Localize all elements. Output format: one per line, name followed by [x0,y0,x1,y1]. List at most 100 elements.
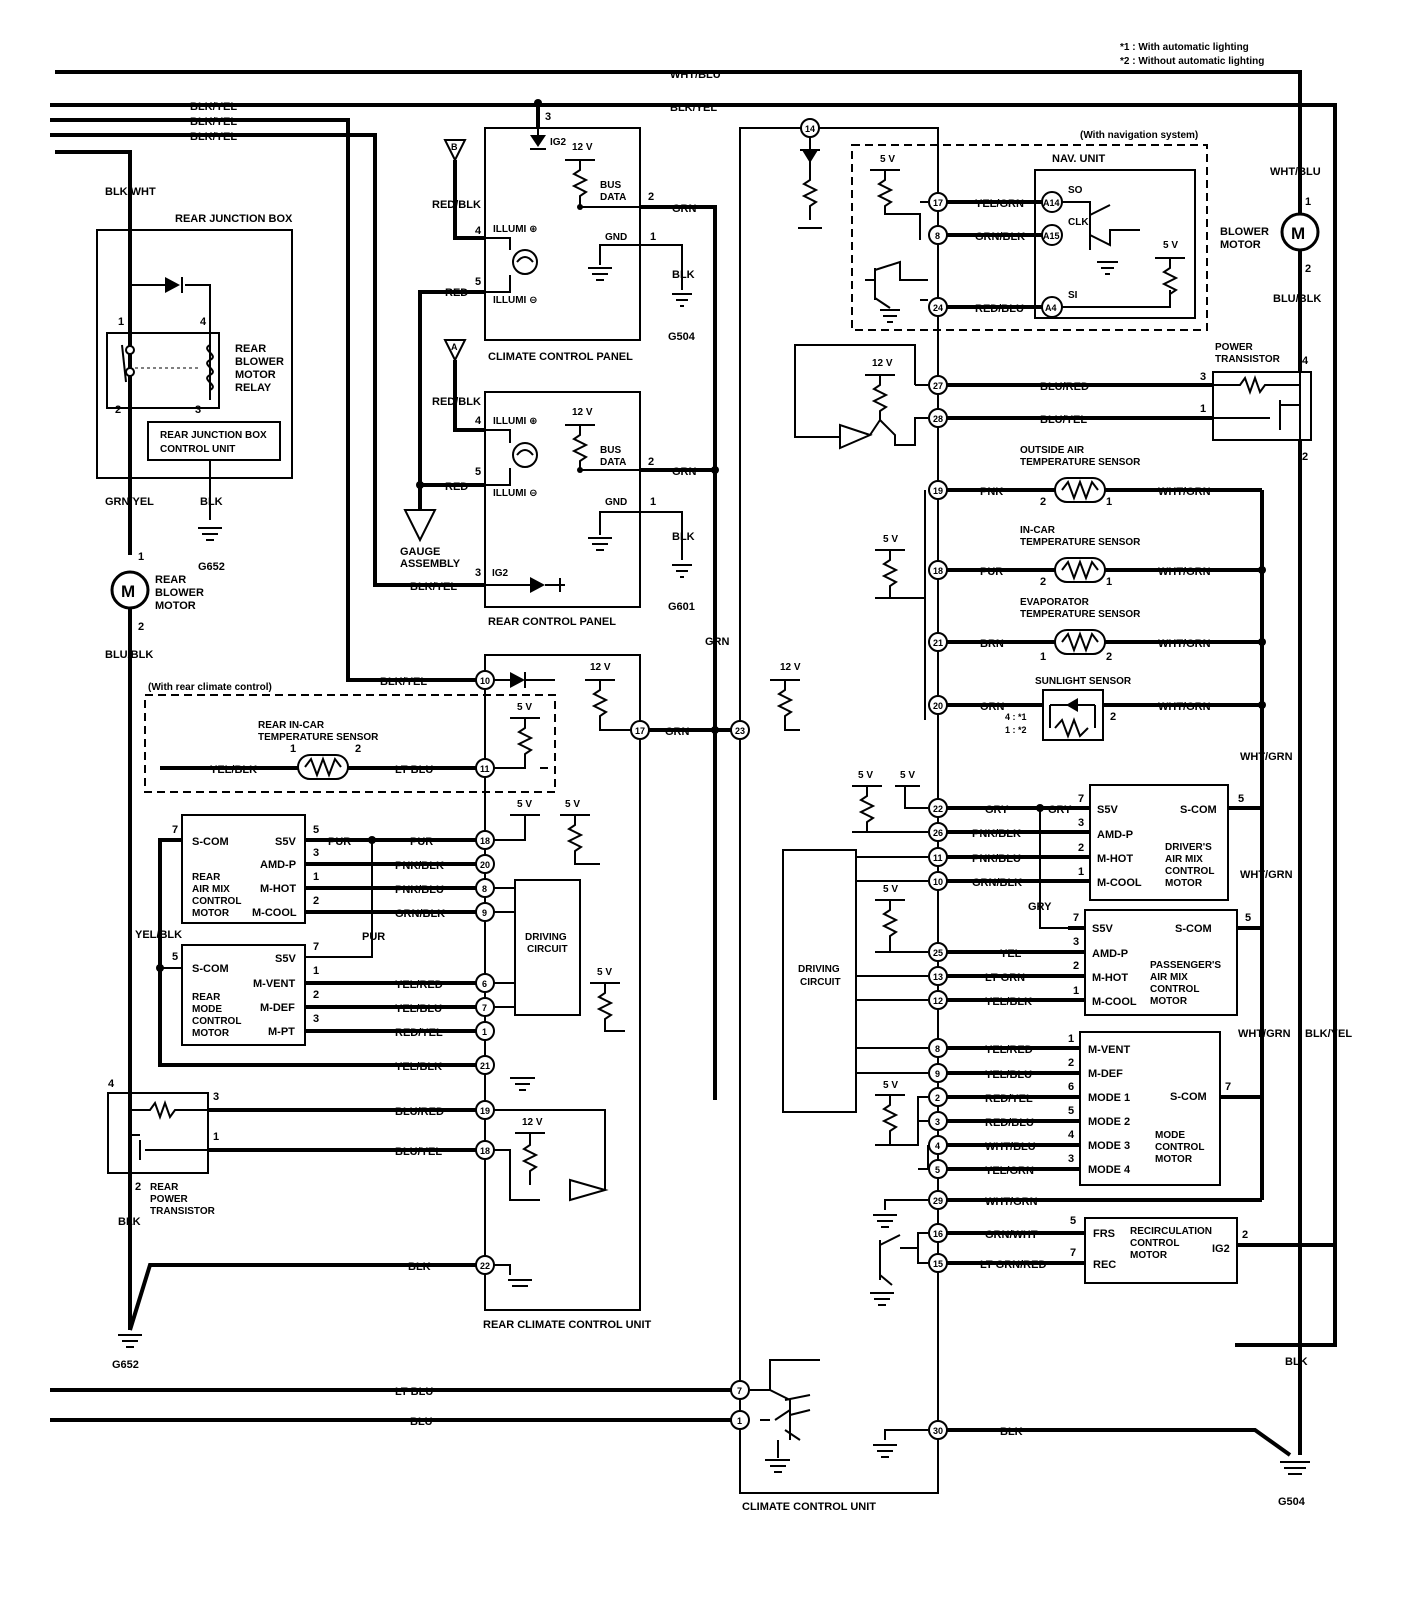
svg-text:21: 21 [480,1061,490,1071]
svg-text:7: 7 [1073,912,1079,924]
svg-text:3: 3 [195,404,201,416]
wire-label-blk: BLK [408,1261,431,1273]
wire-label-yel-blk: YEL/BLK [985,996,1032,1008]
illum-minus: ILLUMI ⊖ [493,295,537,306]
wire-label-grn: GRN [672,466,697,478]
illum-plus: ILLUMI ⊕ [493,224,537,235]
svg-text:1: 1 [118,316,124,328]
wire-label-grn: GRN [665,726,690,738]
wire-label-red: RED [445,287,468,299]
wire-label-pnk-blu: PNK/BLU [395,884,444,896]
svg-text:12: 12 [933,996,943,1006]
svg-text:3: 3 [313,1013,319,1025]
pin-mode4: MODE 4 [1088,1164,1131,1176]
power-transistor [1212,371,1312,441]
svg-text:2: 2 [138,621,144,633]
passenger-air-mix-motor [1084,909,1238,1016]
ccu-driving-label-1: DRIVING [798,964,840,975]
pin-s5v: S5V [1092,923,1113,935]
wire-label-gry: GRY [985,804,1009,816]
svg-text:2: 2 [935,1093,940,1103]
wire-label-wht-grn: WHT/GRN [1238,1028,1291,1040]
climate-panel-title: CLIMATE CONTROL PANEL [488,351,633,363]
wire-label-blu-yel: BLU/YEL [1040,414,1087,426]
wire-label-red-yel: RED/YEL [985,1093,1033,1105]
pin-mdef: M-DEF [1088,1068,1123,1080]
svg-text:5: 5 [313,824,319,836]
ccu-driving-label-2: CIRCUIT [800,977,841,988]
rear-air-mix-motor [181,814,306,924]
svg-text:7: 7 [482,1003,487,1013]
svg-text:2: 2 [115,404,121,416]
svg-text:13: 13 [933,972,943,982]
nav-unit-title: NAV. UNIT [1052,153,1105,165]
wire-label-pnk-blk: PNK/BLK [395,860,444,872]
wire-label-yel-red: YEL/RED [395,979,443,991]
pin-mhot: M-HOT [260,883,296,895]
svg-text:17: 17 [933,198,943,208]
pin-mode3: MODE 3 [1088,1140,1130,1152]
svg-text:1: 1 [290,743,296,755]
pin-mcool: M-COOL [1097,877,1142,889]
pin-scom: S-COM [1180,804,1217,816]
with-rear-climate-label: (With rear climate control) [148,682,272,693]
pass-label-2: AIR MIX [1150,972,1188,983]
svg-text:18: 18 [933,566,943,576]
sunlight-label: SUNLIGHT SENSOR [1035,676,1132,687]
wire-label-wht-grn: WHT/GRN [1240,869,1293,881]
motor-symbol: M [121,582,135,601]
svg-text:2: 2 [1040,496,1046,508]
rear-incar-label-1: REAR IN-CAR [258,720,325,731]
svg-text:21: 21 [933,638,943,648]
outside-label-1: OUTSIDE AIR [1020,445,1085,456]
svg-text:28: 28 [933,414,943,424]
jb-control-unit [147,421,281,461]
wire-label-red: RED [445,481,468,493]
rear-panel-title: REAR CONTROL PANEL [488,616,616,628]
svg-text:1: 1 [1073,985,1079,997]
v5-label: 5 V [565,799,580,810]
recirc-label-3: MOTOR [1130,1250,1168,1261]
rear-airmix-label-4: MOTOR [192,908,230,919]
rear-pt-label-1: REAR [150,1182,179,1193]
wire-label-yel-blk: YEL/BLK [395,1061,442,1073]
svg-text:27: 27 [933,381,943,391]
pin-rec: REC [1093,1259,1116,1271]
mode-label-2: CONTROL [1155,1142,1204,1153]
rear-junction-box-title: REAR JUNCTION BOX [175,213,293,225]
v5-label: 5 V [883,1080,898,1091]
rear-power-transistor [107,1092,209,1174]
outside-label-2: TEMPERATURE SENSOR [1020,457,1141,468]
bus-data-1: BUS [600,180,621,191]
svg-text:8: 8 [935,231,940,241]
wire-label-pnk-blu: PNK/BLU [972,853,1021,865]
svg-text:1: 1 [1200,403,1206,415]
wire-label-red-blk: RED/BLK [432,199,481,211]
v12-label: 12 V [590,662,611,673]
rear-airmix-label-1: REAR [192,872,221,883]
jb-control-unit-label-1: REAR JUNCTION BOX [160,430,267,441]
wire-label-wht-grn: WHT/GRN [1158,486,1211,498]
svg-text:4: 4 [108,1078,115,1090]
svg-text:2: 2 [1302,451,1308,463]
svg-text:5: 5 [1068,1105,1074,1117]
pin-amdp: AMD-P [1097,829,1133,841]
wire-label-wht-grn: WHT/GRN [1158,638,1211,650]
wire-label-red-yel: RED/YEL [395,1027,443,1039]
gnd-label: GND [605,232,627,243]
wire-label-grn: GRN [672,203,697,215]
wire-label-blk-yel: BLK/YEL [190,101,237,113]
v12-label: 12 V [522,1117,543,1128]
svg-text:2: 2 [313,895,319,907]
svg-text:4: 4 [1302,355,1309,367]
wire-label-red-blk: RED/BLK [432,396,481,408]
nav-pin-a15: A15 [1043,231,1060,241]
svg-text:7: 7 [172,824,178,836]
wire-label-pur: PUR [980,566,1003,578]
svg-text:25: 25 [933,948,943,958]
svg-text:1: 1 [1068,1033,1074,1045]
rear-driving-circuit [514,879,581,1016]
svg-text:3: 3 [213,1091,219,1103]
svg-text:7: 7 [1225,1081,1231,1093]
